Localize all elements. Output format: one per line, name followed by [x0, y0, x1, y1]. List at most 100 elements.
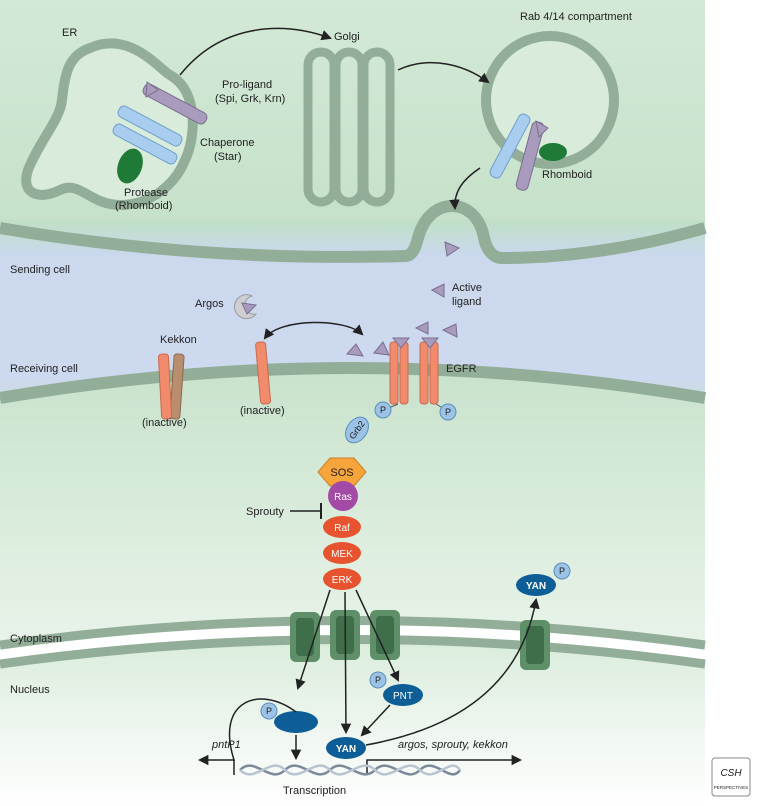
target-genes-arrow — [366, 754, 523, 775]
yan-node — [326, 737, 366, 759]
protease-sub-label: (Rhomboid) — [115, 200, 172, 212]
phosphate — [553, 562, 571, 580]
target-genes-label: argos, sprouty, kekkon — [398, 739, 508, 751]
rab-label: Rab 4/14 compartment — [520, 11, 632, 23]
active-ligand — [373, 341, 390, 356]
erk-to-yan-arrow — [340, 591, 352, 735]
ras-label: Ras — [334, 492, 352, 503]
chaperone-bar — [112, 123, 178, 165]
golgi-label: Golgi — [334, 31, 360, 43]
csh-perspectives-logo: CSH PERSPECTIVES — [711, 757, 751, 797]
transcription-label: Transcription — [283, 785, 346, 797]
pntp1-gene-label: pntP1 — [211, 739, 241, 751]
svg-text:PERSPECTIVES: PERSPECTIVES — [714, 785, 749, 790]
golgi-cisterna — [359, 47, 395, 207]
erk-node — [323, 568, 361, 590]
egfr-label: EGFR — [446, 363, 477, 375]
phosphate-label: P — [266, 706, 272, 716]
yan-phospho-node — [516, 574, 556, 596]
active-ligand — [430, 283, 445, 298]
raf-label: Raf — [334, 523, 350, 534]
egfr-bound-ligand — [420, 337, 440, 349]
rhomboid-label: Rhomboid — [542, 169, 592, 181]
sending-cell-label: Sending cell — [10, 264, 70, 276]
active-ligand — [345, 343, 364, 357]
active-ligand — [414, 321, 429, 335]
yan-label: YAN — [336, 744, 356, 755]
phosphate — [439, 403, 457, 421]
phosphate-label: P — [445, 407, 451, 417]
active-ligand — [444, 241, 461, 257]
chaperone-bar-rab — [489, 113, 531, 179]
active-ligand-sub-label: ligand — [452, 296, 481, 308]
erk-label: ERK — [332, 575, 353, 586]
inactive-label-kekkon: (inactive) — [142, 417, 187, 429]
rhomboid-rab — [539, 143, 567, 161]
egfr-bound-ligand — [391, 337, 411, 349]
proligand-triangle — [145, 81, 159, 98]
pnt-node — [383, 684, 423, 706]
pnt-to-yan-arrow — [360, 704, 391, 737]
active-ligand-label: Active — [452, 282, 482, 294]
erk-to-pnt-arrow — [355, 589, 400, 682]
dna-helix — [239, 764, 462, 776]
nuclear-pore — [520, 620, 550, 670]
svg-text:CSH: CSH — [720, 768, 742, 779]
phosphate — [260, 702, 278, 720]
active-ligand — [441, 323, 458, 338]
mek-node — [323, 542, 361, 564]
nucleus-label: Nucleus — [10, 684, 50, 696]
phosphate-label: P — [380, 405, 386, 415]
kekkon-label: Kekkon — [160, 334, 197, 346]
yan-phospho-label: YAN — [526, 581, 546, 592]
proligand-bar-rab — [515, 121, 545, 191]
nuclear-pore — [370, 610, 400, 660]
proligand-bar — [142, 83, 208, 125]
mek-label: MEK — [331, 549, 353, 560]
pntp1-protein — [274, 711, 318, 733]
proligand-triangle-rab — [535, 120, 549, 139]
sos-label: SOS — [330, 467, 353, 479]
receiving-cell-membrane — [0, 362, 707, 404]
golgi-to-rab-arrow — [397, 61, 490, 84]
erk-to-nucleus-arrow — [295, 589, 331, 690]
protease-label: Protease — [124, 187, 168, 199]
protease-rhomboid-er — [117, 148, 143, 184]
er-label: ER — [62, 27, 77, 39]
egfr-receptor — [389, 341, 399, 405]
inactive-label-monomer: (inactive) — [240, 405, 285, 417]
sending-cell-membrane — [0, 199, 707, 265]
equilibrium-arrow — [263, 321, 364, 340]
phosphate — [374, 401, 392, 419]
yan-export-arrow — [365, 597, 540, 746]
sprouty-label: Sprouty — [246, 506, 284, 518]
cytoplasm-label: Cytoplasm — [10, 633, 62, 645]
phosphate — [369, 671, 387, 689]
raf-node — [323, 516, 361, 538]
egfr-receptor — [419, 341, 429, 405]
egfr-inactive-monomer — [255, 341, 272, 405]
ras-node — [328, 481, 358, 511]
chaperone-bar — [117, 105, 183, 147]
pnt-label: PNT — [393, 691, 413, 702]
egfr-receptor — [399, 341, 409, 405]
receiving-cell-label: Receiving cell — [10, 363, 78, 375]
endoplasmic-reticulum — [21, 38, 198, 211]
chaperone-sub-label: (Star) — [214, 151, 242, 163]
egfr-receptor — [429, 341, 439, 405]
argos-label: Argos — [195, 298, 224, 310]
er-to-golgi-arrow — [179, 27, 332, 76]
grb2-node — [345, 416, 369, 444]
rab-to-membrane-arrow — [449, 167, 481, 211]
pntp1-feedback-arrow — [197, 698, 297, 766]
argos-bound-ligand — [241, 302, 258, 315]
proligand-sub-label: (Spi, Grk, Krn) — [215, 93, 285, 105]
chaperone-label: Chaperone — [200, 137, 254, 149]
kekkon-bar — [169, 353, 185, 420]
nuclear-pore — [290, 612, 320, 662]
nucleus-region — [0, 635, 705, 806]
egfr-inactive-kekkon — [157, 353, 173, 420]
phosphate-label: P — [559, 566, 565, 576]
proligand-label: Pro-ligand — [222, 79, 272, 91]
